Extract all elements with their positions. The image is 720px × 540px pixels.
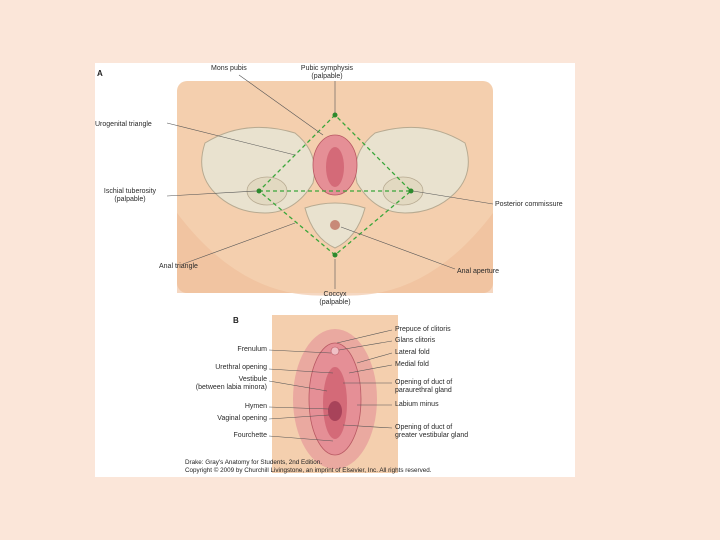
- label-vestibule: Vestibule (between labia minora): [145, 376, 267, 392]
- label-coccyx: Coccyx (palpable): [301, 291, 369, 307]
- marker-bottom: [332, 252, 338, 258]
- label-medial-fold: Medial fold: [395, 361, 429, 368]
- vestibule-a: [326, 147, 344, 187]
- glans-b: [330, 346, 340, 356]
- label-posterior-commissure: Posterior commissure: [495, 201, 563, 208]
- label-ischial-tuberosity-note: (palpable): [114, 196, 146, 203]
- label-mons-pubis: Mons pubis: [211, 65, 247, 72]
- label-hymen: Hymen: [244, 403, 267, 410]
- label-ischial-tuberosity: Ischial tuberosity (palpable): [95, 188, 165, 204]
- marker-top: [332, 112, 338, 118]
- label-urogenital-triangle: Urogenital triangle: [95, 121, 152, 128]
- label-pubic-symphysis: Pubic symphysis (palpable): [291, 65, 363, 81]
- vaginal-opening-b: [328, 401, 342, 421]
- label-coccyx-note: (palpable): [319, 299, 351, 306]
- label-vestibular-gland: Opening of duct of greater vestibular gl…: [395, 424, 468, 440]
- label-glans: Glans clitoris: [395, 337, 436, 344]
- label-labium-minus: Labium minus: [395, 401, 439, 408]
- anus-a: [330, 220, 340, 230]
- label-pubic-symphysis-text: Pubic symphysis: [300, 65, 354, 72]
- label-vaginal-opening: Vaginal opening: [217, 415, 267, 422]
- panel-a-letter: A: [97, 69, 103, 78]
- credit-line-2: Copyright © 2009 by Churchill Livingston…: [185, 467, 432, 474]
- label-vestibular-line-1: Opening of duct of: [395, 424, 453, 431]
- label-pubic-symphysis-note: (palpable): [311, 73, 343, 80]
- label-vestibule-text: Vestibule: [238, 376, 267, 383]
- label-urethral-opening: Urethral opening: [215, 364, 267, 371]
- label-vestibule-note: (between labia minora): [195, 384, 267, 391]
- label-lateral-fold: Lateral fold: [395, 349, 430, 356]
- label-fourchette: Fourchette: [233, 432, 267, 439]
- anatomy-illustration: [166, 74, 494, 473]
- label-vestibular-line-2: greater vestibular gland: [395, 432, 469, 439]
- label-paraurethral-line-2: paraurethral gland: [395, 387, 452, 394]
- thigh-shape: [177, 213, 493, 296]
- label-anal-aperture: Anal aperture: [457, 268, 500, 275]
- marker-left: [256, 188, 262, 194]
- label-prepuce: Prepuce of clitoris: [395, 326, 451, 333]
- label-coccyx-text: Coccyx: [323, 291, 347, 298]
- figure-slide: A B Mons pubis Pubic symphysis (palpable…: [95, 63, 575, 477]
- label-paraurethral-line-1: Opening of duct of: [395, 379, 453, 386]
- leader-lines-a: [166, 74, 494, 289]
- label-paraurethral: Opening of duct of paraurethral gland: [395, 379, 452, 395]
- label-ischial-tuberosity-text: Ischial tuberosity: [103, 188, 157, 195]
- label-frenulum: Frenulum: [237, 346, 267, 353]
- panel-b-letter: B: [233, 316, 239, 325]
- label-anal-triangle: Anal triangle: [159, 263, 198, 270]
- leader-lines-b: [268, 329, 393, 442]
- marker-right: [408, 188, 414, 194]
- credit-line-1: Drake: Gray's Anatomy for Students, 2nd …: [185, 459, 323, 466]
